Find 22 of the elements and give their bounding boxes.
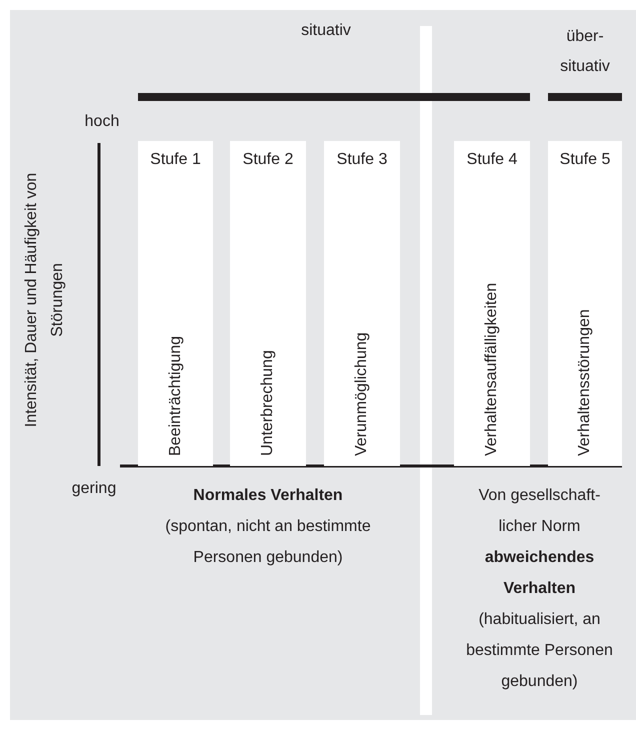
level-heading: Stufe 3: [336, 151, 388, 169]
column-label: Unterbrechung: [260, 350, 276, 456]
category-label: über- situativ: [559, 27, 611, 77]
level-column: [548, 141, 622, 466]
column-label: Beeinträchtigung: [168, 336, 184, 456]
level-column: [454, 141, 530, 466]
level-heading: Stufe 2: [242, 151, 294, 169]
axis-title: Intensität, Dauer und Häufigkeit von Störungen: [22, 172, 67, 430]
description-text: Normales Verhalten (spontan, nicht an bestimmte Personen gebunden): [164, 486, 372, 568]
axis-label: gering: [70, 480, 118, 498]
column-label: Verhaltensauffälligkeiten: [484, 282, 500, 456]
category-label: situativ: [300, 22, 352, 40]
level-column: [230, 141, 306, 466]
level-heading: Stufe 5: [558, 151, 612, 169]
column-label: Verhaltensstörungen: [577, 309, 593, 456]
description-text: Von gesellschaft- licher Norm abweichendes Verhalten (habitualisiert, an bestimmte Personen gebunden): [465, 486, 614, 692]
level-heading: Stufe 4: [466, 151, 518, 169]
level-column: [324, 141, 400, 466]
level-heading: Stufe 1: [149, 151, 202, 169]
level-column: [138, 141, 213, 466]
axis-label: hoch: [84, 113, 120, 131]
column-label: Verunmöglichung: [354, 332, 370, 456]
